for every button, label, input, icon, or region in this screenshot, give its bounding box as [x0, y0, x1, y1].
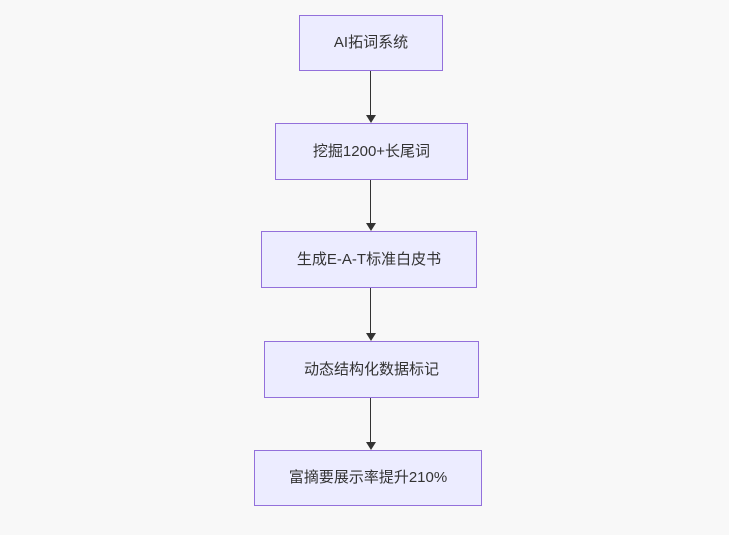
node-label: 生成E-A-T标准白皮书 [296, 250, 442, 268]
flowchart-arrow-3 [365, 288, 376, 341]
node-label: AI拓词系统 [333, 34, 409, 51]
arrow-head-icon [365, 115, 376, 123]
flowchart-node-structured-data-markup: 动态结构化数据标记 [264, 341, 479, 398]
arrow-line [369, 71, 372, 115]
flowchart-node-rich-snippet-result: 富摘要展示率提升210% [254, 450, 482, 506]
arrow-line [369, 180, 372, 223]
node-label: 富摘要展示率提升210% [288, 469, 448, 486]
arrow-line [369, 288, 372, 333]
arrow-head-icon [365, 333, 376, 341]
flowchart-arrow-4 [365, 398, 376, 450]
flowchart-node-eat-whitepaper: 生成E-A-T标准白皮书 [261, 231, 477, 288]
arrow-head-icon [365, 223, 376, 231]
node-label: 挖掘1200+长尾词 [312, 142, 431, 160]
flowchart-node-ai-keyword-system: AI拓词系统 [299, 15, 443, 71]
arrow-line [369, 398, 372, 442]
node-label: 动态结构化数据标记 [303, 360, 439, 378]
flowchart-arrow-1 [365, 71, 376, 123]
flowchart-arrow-2 [365, 180, 376, 231]
arrow-head-icon [365, 442, 376, 450]
flowchart-node-longtail-mining: 挖掘1200+长尾词 [275, 123, 468, 180]
